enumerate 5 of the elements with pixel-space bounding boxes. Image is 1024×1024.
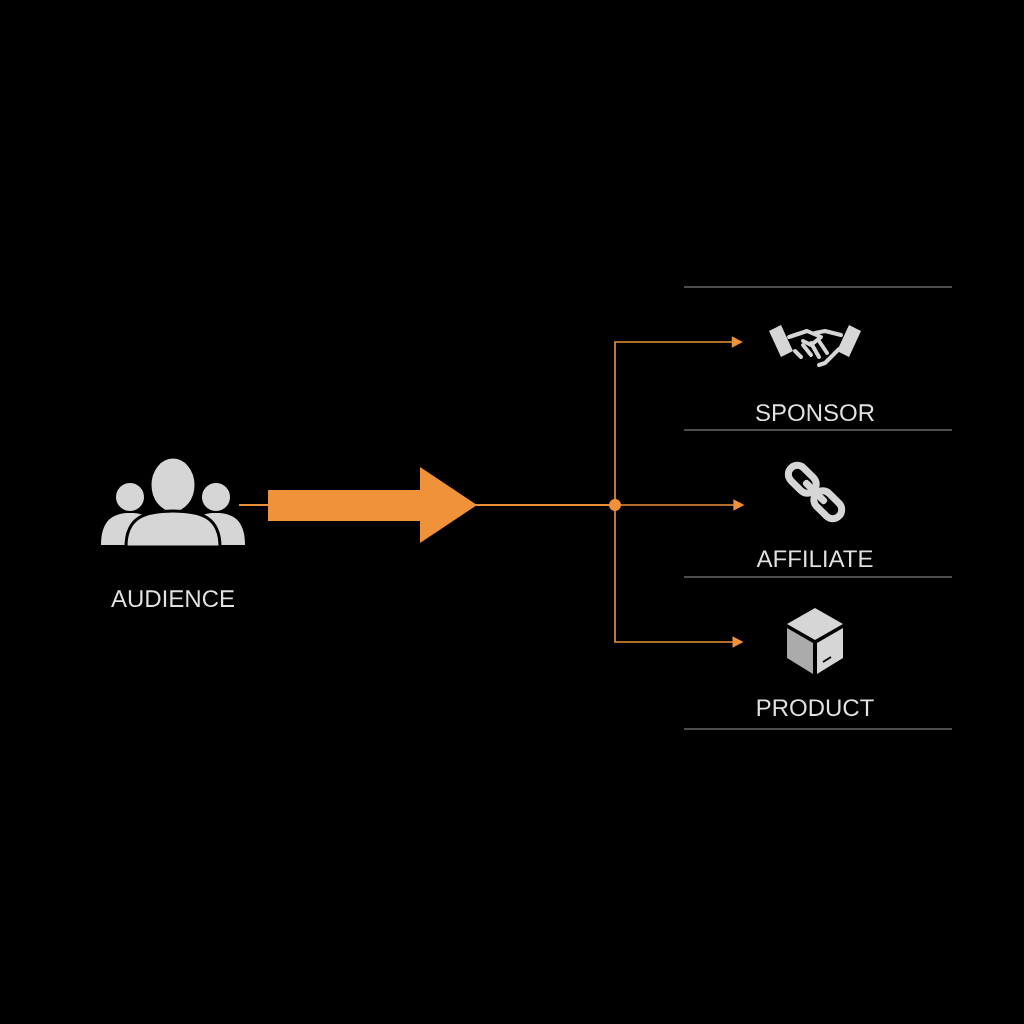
icon-label: PRODUCT [757, 699, 874, 717]
icon-label: SPONSOR [756, 404, 874, 422]
icon-label: AFFILIATE [756, 550, 873, 567]
icon-label: AUDIENCE [111, 590, 234, 608]
block-arrow [268, 467, 477, 543]
